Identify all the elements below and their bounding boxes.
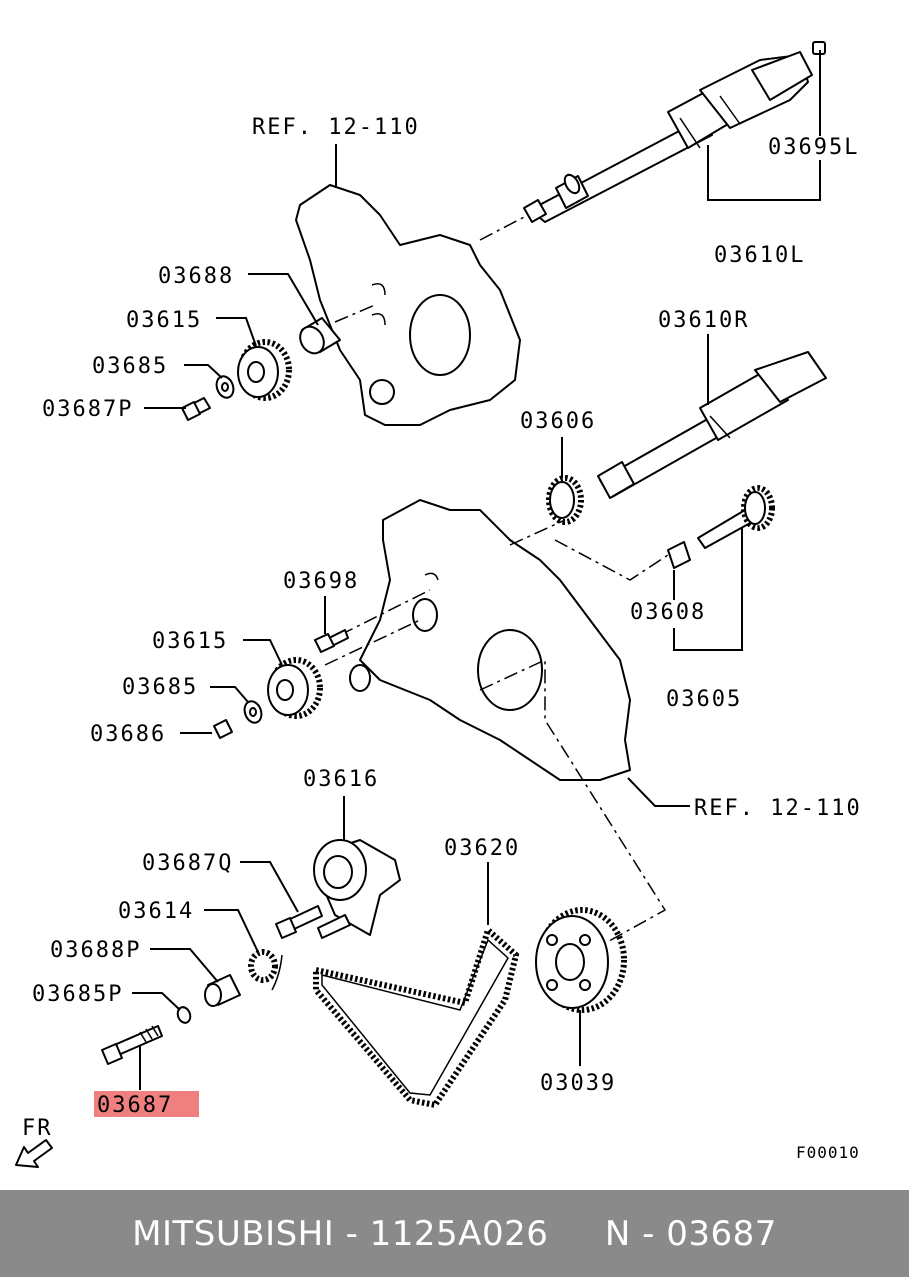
leader-03687Q — [240, 861, 299, 913]
label-03685-top: 03685 — [92, 354, 168, 379]
label-03614: 03614 — [118, 899, 194, 924]
gear-shaft-03605 — [697, 485, 775, 549]
leader-03615-top — [216, 317, 257, 347]
label-03688P: 03688P — [50, 938, 141, 963]
alignment-line-1 — [479, 214, 529, 241]
leader-03615-mid — [243, 639, 283, 666]
front-case-middle — [349, 499, 631, 781]
label-03698: 03698 — [283, 569, 359, 594]
oil-pump-case-top — [295, 184, 521, 426]
bolt-03698 — [314, 629, 349, 653]
label-03695L: 03695L — [768, 135, 859, 160]
leader-03688 — [248, 273, 319, 326]
label-03685-mid: 03685 — [122, 675, 198, 700]
bushing-03688 — [299, 317, 341, 355]
alignment-line-4 — [554, 539, 669, 581]
leader-03605 — [673, 528, 743, 651]
label-03688: 03688 — [158, 264, 234, 289]
spacer-03688P — [204, 974, 241, 1007]
alignment-line-7 — [479, 658, 667, 961]
gear-03606 — [546, 475, 584, 525]
label-ref-top: REF. 12-110 — [252, 115, 420, 140]
washer-03685P — [176, 1006, 192, 1024]
figure-code: F00010 — [796, 1143, 860, 1162]
timing-belt-03620 — [313, 924, 520, 1109]
label-03616: 03616 — [303, 767, 379, 792]
leader-03685-mid — [210, 686, 249, 703]
footer-part-number: MITSUBISHI - 1125A026 N - 03687 — [132, 1213, 777, 1254]
tensioner-03616 — [313, 839, 401, 939]
label-03615-mid: 03615 — [152, 629, 228, 654]
label-03615-top: 03615 — [126, 308, 202, 333]
label-fr: FR — [22, 1116, 53, 1141]
sprocket-03615-mid — [267, 657, 323, 719]
bolt-03687P — [181, 397, 211, 421]
sprocket-03615-top — [237, 339, 292, 401]
label-03685P: 03685P — [32, 982, 123, 1007]
label-03687: 03687 — [97, 1093, 173, 1118]
spring-03614 — [248, 949, 283, 991]
label-03620: 03620 — [444, 836, 520, 861]
leader-03610L — [707, 145, 821, 201]
label-03687Q: 03687Q — [142, 851, 233, 876]
crank-sprocket-03039 — [535, 907, 627, 1013]
leader-03685-top — [184, 364, 223, 379]
label-03606: 03606 — [520, 409, 596, 434]
leader-ref-mid — [627, 777, 690, 807]
leader-03685P — [132, 992, 181, 1011]
front-direction-arrow-icon — [15, 1139, 53, 1168]
washer-03685-top — [215, 375, 235, 399]
bolt-03687 — [101, 1025, 163, 1065]
footer-bar: MITSUBISHI - 1125A026 N - 03687 — [0, 1190, 909, 1277]
washer-03685-mid — [243, 700, 263, 724]
label-03608: 03608 — [630, 600, 706, 625]
highlight-box-03687 — [94, 1091, 199, 1117]
nut-03686 — [213, 719, 233, 739]
label-03610L: 03610L — [714, 243, 805, 268]
bolt-03687Q — [275, 905, 323, 939]
label-03686: 03686 — [90, 722, 166, 747]
balance-shaft-right — [597, 351, 827, 499]
alignment-line-3 — [509, 519, 566, 546]
alignment-line-2 — [334, 304, 376, 323]
label-03610R: 03610R — [658, 308, 749, 333]
label-03039: 03039 — [540, 1071, 616, 1096]
label-ref-mid: REF. 12-110 — [694, 796, 862, 821]
parts-diagram: REF. 12-110 03695L 03610L 03688 03615 03… — [15, 41, 862, 1168]
alignment-line-6 — [324, 619, 421, 666]
alignment-line-5 — [339, 589, 431, 636]
leader-03614 — [204, 909, 259, 953]
leader-03688P — [150, 948, 219, 983]
balance-shaft-left — [523, 51, 813, 223]
label-03687P: 03687P — [42, 397, 133, 422]
label-03605: 03605 — [666, 687, 742, 712]
bushing-03608 — [667, 541, 691, 569]
